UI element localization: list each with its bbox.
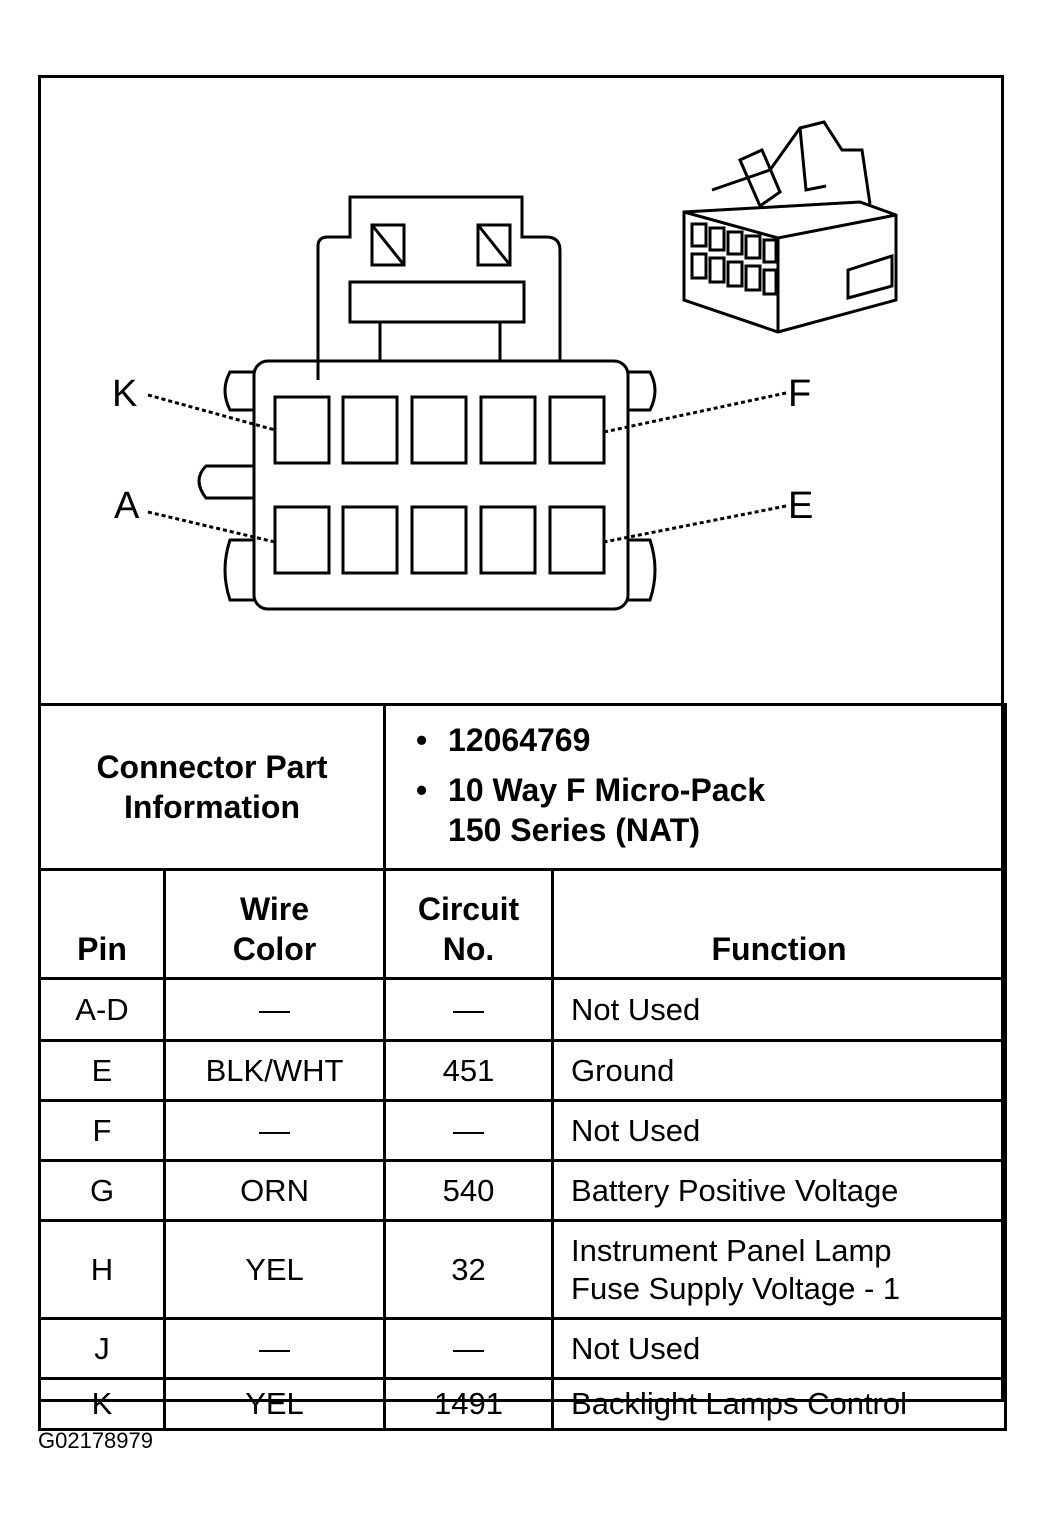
- figure-code: G02178979: [38, 1428, 153, 1453]
- pin-cell: K: [38, 1377, 166, 1431]
- leader-a: [147, 510, 276, 544]
- wire-color-cell: —: [162, 977, 387, 1042]
- cavity-top-2: [341, 395, 399, 465]
- circuit-cell: —: [383, 1099, 555, 1162]
- pin-cell: G: [38, 1159, 166, 1222]
- circuit-cell: —: [383, 977, 555, 1042]
- pin-cell: H: [38, 1219, 166, 1320]
- cavity-bottom-5: [548, 505, 606, 575]
- table-row: E BLK/WHT 451 Ground: [38, 1039, 1008, 1102]
- latch-top-block: [348, 280, 526, 324]
- pin-label-k: K: [112, 373, 137, 415]
- leader-e: [603, 504, 787, 544]
- connector-part-info-label: Connector Part Information: [37, 703, 387, 871]
- table-row: G ORN 540 Battery Positive Voltage: [38, 1159, 1008, 1222]
- part-description-line2: 150 Series (NAT): [448, 812, 700, 848]
- wire-color-cell: —: [162, 1317, 387, 1380]
- pin-label-a: A: [114, 485, 140, 527]
- table-row: J — — Not Used: [38, 1317, 1008, 1380]
- wire-color-cell: BLK/WHT: [162, 1039, 387, 1102]
- wire-color-cell: YEL: [162, 1377, 387, 1431]
- function-cell: Ground: [551, 1039, 1008, 1102]
- cavity-top-5: [548, 395, 606, 465]
- wire-color-cell: YEL: [162, 1219, 387, 1320]
- circuit-cell: 540: [383, 1159, 555, 1222]
- table-row: K YEL 1491 Backlight Lamps Control: [38, 1377, 1008, 1431]
- pin-cell: F: [38, 1099, 166, 1162]
- pin-cell: J: [38, 1317, 166, 1380]
- connector-part-info: •12064769 •10 Way F Micro-Pack 150 Serie…: [383, 703, 1008, 871]
- connector-body: [252, 359, 630, 611]
- function-cell: Not Used: [551, 1099, 1008, 1162]
- pin-cell: E: [38, 1039, 166, 1102]
- function-cell: Backlight Lamps Control: [551, 1377, 1008, 1431]
- function-cell: Not Used: [551, 977, 1008, 1042]
- circuit-cell: 32: [383, 1219, 555, 1320]
- circuit-cell: 1491: [383, 1377, 555, 1431]
- cavity-top-1: [273, 395, 331, 465]
- pin-label-f: F: [788, 373, 811, 415]
- table-row: F — — Not Used: [38, 1099, 1008, 1162]
- cavity-bottom-4: [479, 505, 537, 575]
- pin-label-e: E: [788, 485, 813, 527]
- cavity-bottom-2: [341, 505, 399, 575]
- circuit-cell: —: [383, 1317, 555, 1380]
- connector-latch: [316, 195, 562, 380]
- leader-f: [603, 391, 787, 434]
- function-cell: Not Used: [551, 1317, 1008, 1380]
- header-pin: Pin: [38, 868, 166, 980]
- function-cell: Battery Positive Voltage: [551, 1159, 1008, 1222]
- table-row: A-D — — Not Used: [38, 977, 1008, 1042]
- cavity-bottom-3: [410, 505, 468, 575]
- pin-cell: A-D: [38, 977, 166, 1042]
- header-function: Function: [551, 868, 1008, 980]
- connector-diagram: K A F E: [112, 120, 898, 611]
- connector-isometric-view: [682, 120, 898, 334]
- cavity-top-4: [479, 395, 537, 465]
- cavity-bottom-1: [273, 505, 331, 575]
- cavity-top-3: [410, 395, 468, 465]
- wire-color-cell: —: [162, 1099, 387, 1162]
- wire-color-cell: ORN: [162, 1159, 387, 1222]
- part-description-line1: 10 Way F Micro-Pack: [448, 772, 766, 808]
- leader-k: [147, 393, 276, 432]
- connector-table: Connector Part Information •12064769 •10…: [37, 703, 1008, 1431]
- circuit-cell: 451: [383, 1039, 555, 1102]
- part-number: 12064769: [448, 722, 591, 758]
